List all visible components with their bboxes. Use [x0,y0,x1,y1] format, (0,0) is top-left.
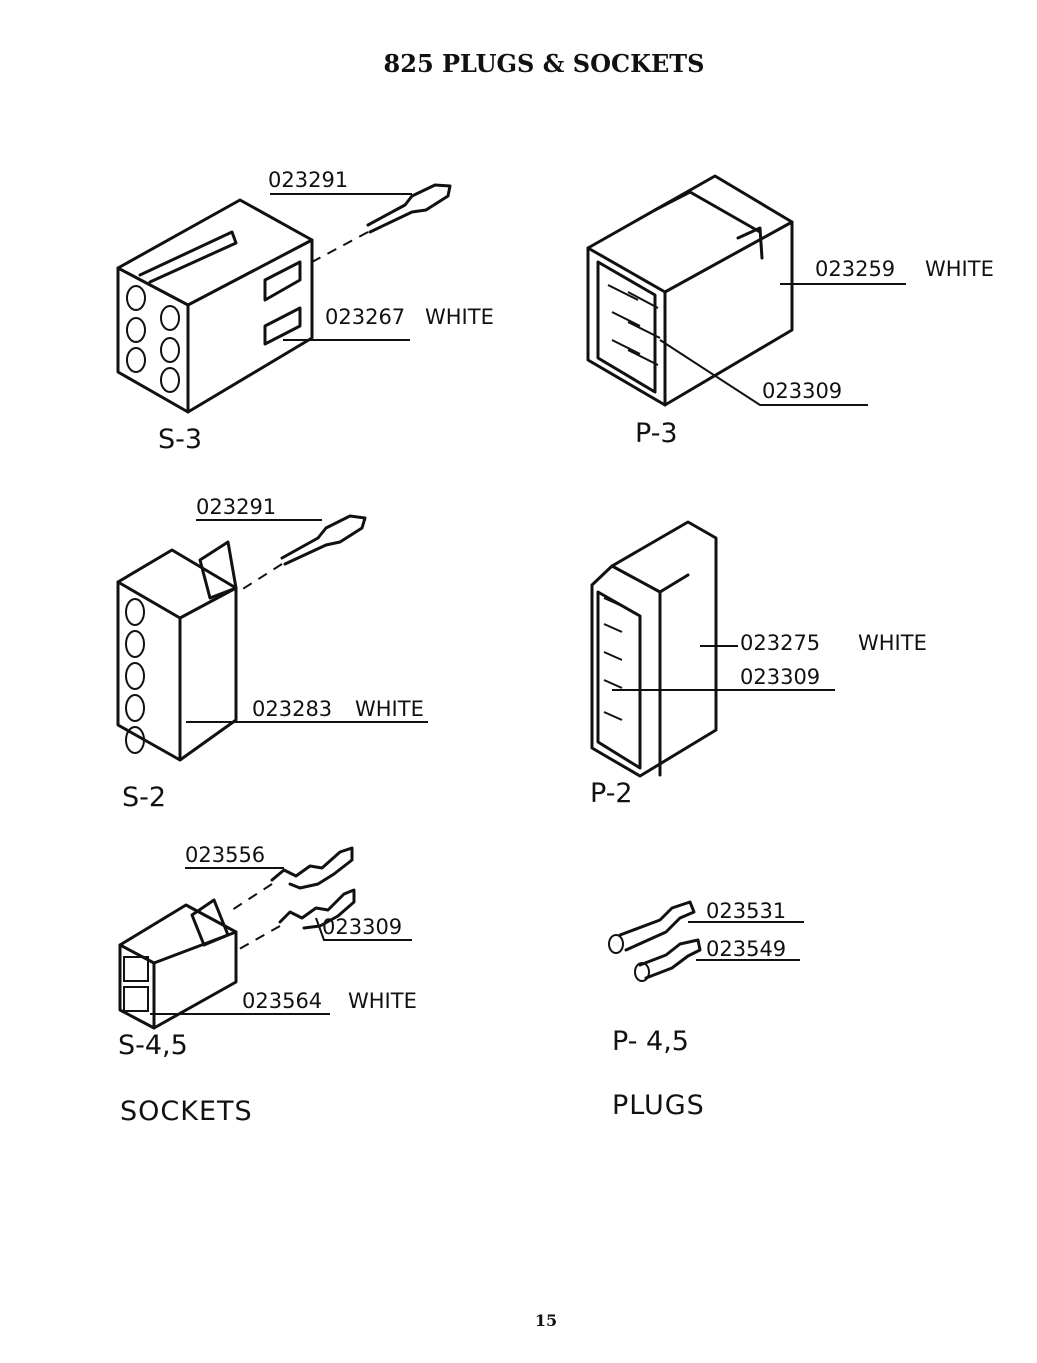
p45-pin-a-part-number: 023531 [706,899,786,923]
s2-socket-drawing [116,514,428,762]
p2-caption: P-2 [590,778,633,809]
s3-caption: S-3 [158,424,202,455]
s2-housing-color: WHITE [355,697,424,721]
p3-housing-part-number: 023259 [815,257,895,281]
sockets-section-label: SOCKETS [120,1096,253,1127]
s3-housing-part-number: 023267 [325,305,405,329]
p45-pins-drawing [608,900,804,982]
s2-contact-part-number: 023291 [196,495,276,519]
s45-housing-color: WHITE [348,989,417,1013]
p45-pin-b-part-number: 023549 [706,937,786,961]
page-title: 825 PLUGS & SOCKETS [384,49,705,78]
p45-caption: P- 4,5 [612,1026,689,1057]
s3-housing-color: WHITE [425,305,494,329]
p2-housing-part-number: 023275 [740,631,820,655]
p2-housing-color: WHITE [858,631,927,655]
plugs-section-label: PLUGS [612,1090,705,1121]
page-number: 15 [535,1311,557,1330]
p3-caption: P-3 [635,418,678,449]
s3-socket-drawing [116,183,452,414]
s45-contact-a-part-number: 023556 [185,843,265,867]
p3-plug-drawing [586,174,906,407]
s2-caption: S-2 [122,782,166,813]
s45-caption: S-4,5 [118,1030,188,1061]
p3-housing-color: WHITE [925,257,994,281]
s45-contact-b-part-number: 023309 [322,915,402,939]
s45-socket-drawing [118,846,412,1030]
p2-pin-part-number: 023309 [740,665,820,689]
s2-housing-part-number: 023283 [252,697,332,721]
p2-plug-drawing [590,520,835,778]
p3-pin-part-number: 023309 [762,379,842,403]
s3-contact-part-number: 023291 [268,168,348,192]
s45-housing-part-number: 023564 [242,989,322,1013]
